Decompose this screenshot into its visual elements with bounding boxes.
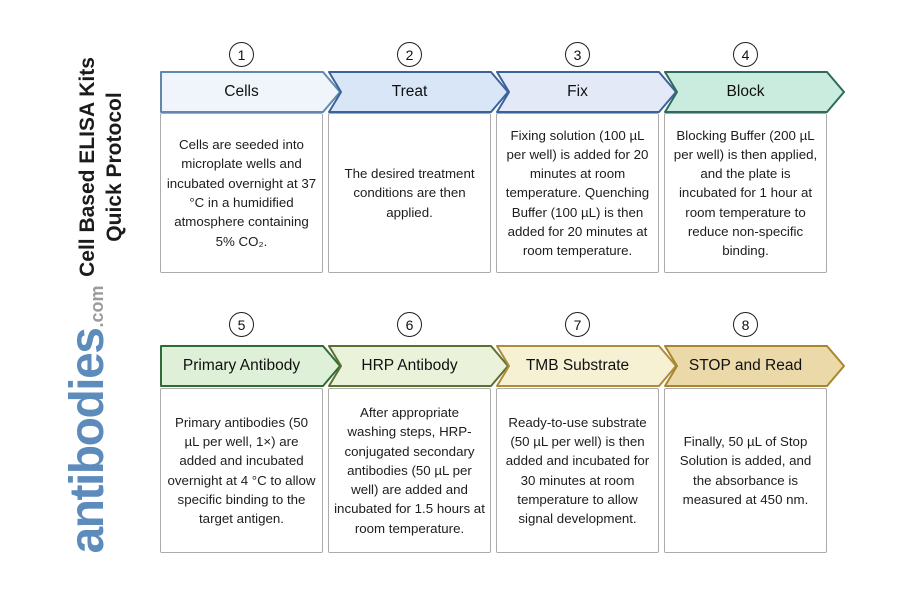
step-label: Cells — [224, 83, 259, 100]
step-number: 6 — [405, 316, 414, 333]
step-number-badge: 7 — [565, 312, 590, 337]
arrow-polygon — [496, 345, 677, 387]
step-number-badge: 6 — [397, 312, 422, 337]
step-description-box: Blocking Buffer (200 µL per well) is the… — [664, 113, 827, 273]
step-description: The desired treatment conditions are the… — [344, 166, 475, 220]
step-number-badge: 5 — [229, 312, 254, 337]
arrow-polygon — [664, 71, 845, 113]
step-arrow-banner: Fix — [496, 71, 677, 113]
step-number-badge: 1 — [229, 42, 254, 67]
step-label: STOP and Read — [688, 357, 803, 374]
step-number-badge: 3 — [565, 42, 590, 67]
arrow-shape — [496, 71, 677, 113]
step-number-badge: 8 — [733, 312, 758, 337]
page-title-line2: Quick Protocol — [103, 92, 126, 242]
arrow-shape — [328, 71, 509, 113]
step-arrow-banner: TMB Substrate — [496, 345, 677, 387]
step-arrow-banner: Treat — [328, 71, 509, 113]
arrow-shape — [664, 345, 845, 387]
step-description: Blocking Buffer (200 µL per well) is the… — [673, 127, 818, 259]
step-label: HRP Antibody — [361, 357, 458, 374]
arrow-polygon — [328, 71, 509, 113]
step-description: After appropriate washing steps, HRP-con… — [334, 405, 485, 536]
step-arrow-banner: Primary Antibody — [160, 345, 341, 387]
step-arrow-banner: Cells — [160, 71, 341, 113]
arrow-polygon — [160, 71, 341, 113]
arrow-shape — [496, 345, 677, 387]
step-description-box: After appropriate washing steps, HRP-con… — [328, 388, 491, 553]
step-description: Ready-to-use substrate (50 µL per well) … — [505, 414, 650, 527]
step-number-badge: 2 — [397, 42, 422, 67]
step-description-box: Primary antibodies (50 µL per well, 1×) … — [160, 388, 323, 553]
arrow-shape — [328, 345, 509, 387]
step-label: Primary Antibody — [182, 357, 301, 374]
brand-domain-suffix: .com — [86, 285, 107, 328]
step-number: 8 — [741, 316, 750, 333]
arrow-polygon — [664, 345, 845, 387]
step-number: 1 — [237, 46, 246, 63]
step-description-box: Finally, 50 µL of Stop Solution is added… — [664, 388, 827, 553]
step-number: 3 — [573, 46, 582, 63]
step-number: 7 — [573, 316, 582, 333]
step-label: Fix — [567, 83, 588, 100]
step-description: Fixing solution (100 µL per well) is add… — [505, 127, 650, 259]
arrow-polygon — [160, 345, 341, 387]
arrow-shape — [160, 71, 341, 113]
arrow-polygon — [496, 71, 677, 113]
step-label: TMB Substrate — [525, 357, 630, 374]
step-number: 5 — [237, 316, 246, 333]
step-description-box: Fixing solution (100 µL per well) is add… — [496, 113, 659, 273]
step-description-box: The desired treatment conditions are the… — [328, 113, 491, 273]
step-description-box: Cells are seeded into microplate wells a… — [160, 113, 323, 273]
step-number-badge: 4 — [733, 42, 758, 67]
arrow-polygon — [328, 345, 509, 387]
step-description: Primary antibodies (50 µL per well, 1×) … — [167, 414, 316, 527]
arrow-shape — [160, 345, 341, 387]
step-number: 4 — [741, 46, 750, 63]
step-arrow-banner: STOP and Read — [664, 345, 845, 387]
step-description-box: Ready-to-use substrate (50 µL per well) … — [496, 388, 659, 553]
step-label: Block — [726, 83, 765, 100]
page-title: Cell Based ELISA Kits Quick Protocol — [73, 42, 129, 292]
step-description: Finally, 50 µL of Stop Solution is added… — [679, 433, 812, 507]
step-label: Treat — [391, 83, 428, 100]
step-arrow-banner: HRP Antibody — [328, 345, 509, 387]
brand-logo: antibodies.com — [50, 260, 124, 580]
page-title-line1: Cell Based ELISA Kits — [76, 57, 99, 277]
step-description: Cells are seeded into microplate wells a… — [166, 137, 317, 249]
step-number: 2 — [405, 46, 414, 63]
brand-wordmark: antibodies — [60, 328, 114, 554]
step-arrow-banner: Block — [664, 71, 845, 113]
arrow-shape — [664, 71, 845, 113]
